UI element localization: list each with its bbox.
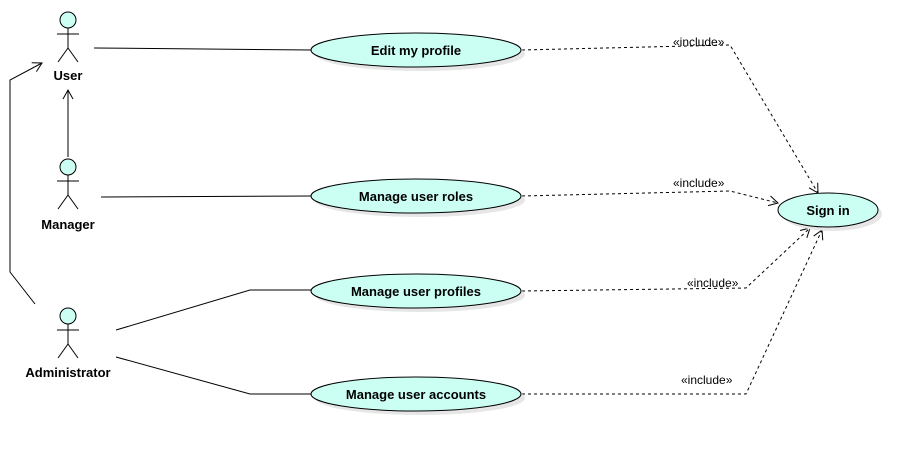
association-administrator-manage-profiles xyxy=(115,289,312,331)
use-case-edit-my-profile: Edit my profile xyxy=(310,32,525,71)
actor-administrator: Administrator xyxy=(25,307,111,380)
include-label-manage-roles: «include» xyxy=(673,176,725,190)
association-administrator-manage-accounts xyxy=(115,356,312,395)
actor-label-user: User xyxy=(54,68,83,83)
use-case-manage-user-profiles: Manage user profiles xyxy=(310,273,525,312)
use-case-label: Manage user accounts xyxy=(346,387,486,402)
include-manage-profiles-sign-in xyxy=(521,227,811,292)
actor-manager: Manager xyxy=(41,158,95,232)
association-manager-manage-roles xyxy=(100,195,313,198)
actor-user: User xyxy=(54,11,83,83)
actor-label-manager: Manager xyxy=(41,217,94,232)
use-case-label: Sign in xyxy=(806,203,849,218)
include-label-edit-profile: «include» xyxy=(673,35,725,49)
association-user-edit-profile xyxy=(93,47,313,51)
include-manage-roles-sign-in xyxy=(521,190,779,207)
actor-head-icon xyxy=(59,158,77,176)
actor-head-icon xyxy=(59,307,77,325)
actor-head-icon xyxy=(59,11,77,29)
include-label-manage-accounts: «include» xyxy=(681,373,733,387)
use-case-sign-in: Sign in xyxy=(777,192,882,231)
generalization-administrator-to-user xyxy=(9,62,43,305)
use-case-manage-user-accounts: Manage user accounts xyxy=(310,376,525,415)
use-case-label: Edit my profile xyxy=(371,43,461,58)
use-case-label: Manage user roles xyxy=(359,189,473,204)
actor-label-administrator: Administrator xyxy=(25,365,110,380)
include-edit-profile-sign-in xyxy=(521,44,819,194)
use-case-manage-user-roles: Manage user roles xyxy=(310,178,525,217)
include-manage-accounts-sign-in xyxy=(522,229,824,395)
use-case-label: Manage user profiles xyxy=(351,284,481,299)
include-label-manage-profiles: «include» xyxy=(687,276,739,290)
